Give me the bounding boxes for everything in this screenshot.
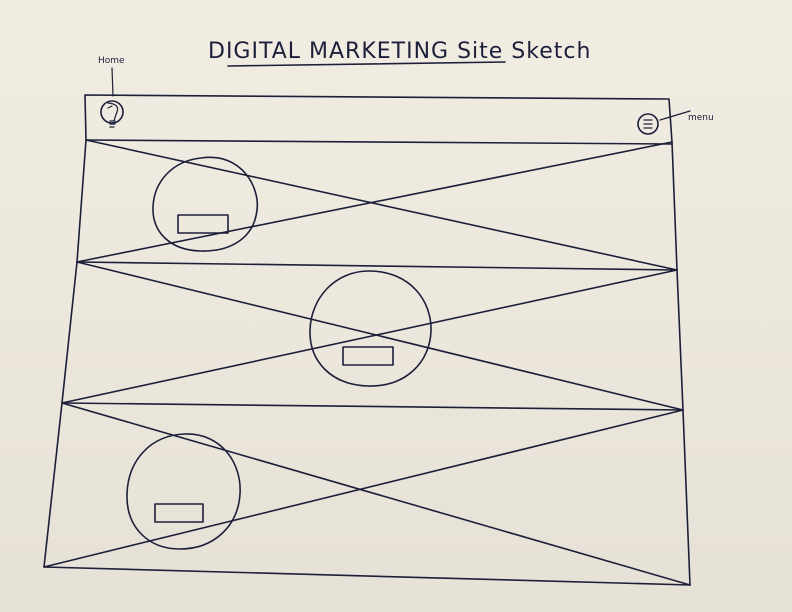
placeholder-cross-line xyxy=(76,141,673,263)
home-annotation: Home xyxy=(98,56,125,66)
home-annotation-line xyxy=(111,67,114,97)
hero-section-3 xyxy=(43,402,691,586)
button-placeholder[interactable] xyxy=(342,346,394,366)
placeholder-cross-line xyxy=(43,409,684,568)
page-frame xyxy=(43,94,691,586)
menu-annotation: menu xyxy=(688,113,714,123)
lightbulb-icon[interactable] xyxy=(100,100,124,128)
sketch-title: DIGITAL MARKETING Site Sketch xyxy=(208,39,591,64)
button-placeholder[interactable] xyxy=(177,214,229,234)
menu-annotation-line xyxy=(659,110,691,121)
image-placeholder-circle xyxy=(309,270,432,387)
section-divider xyxy=(76,261,678,271)
header-bar xyxy=(85,139,673,145)
title-underline xyxy=(227,61,506,67)
image-placeholder-circle xyxy=(126,433,241,550)
placeholder-cross-line xyxy=(76,261,684,411)
hamburger-icon[interactable] xyxy=(637,113,659,135)
hero-section-1 xyxy=(76,139,678,271)
button-placeholder[interactable] xyxy=(154,503,204,523)
image-placeholder-circle xyxy=(152,156,259,252)
hero-section-2 xyxy=(61,261,684,411)
placeholder-cross-line xyxy=(61,402,691,586)
placeholder-cross-line xyxy=(61,269,678,404)
section-divider xyxy=(61,402,684,411)
